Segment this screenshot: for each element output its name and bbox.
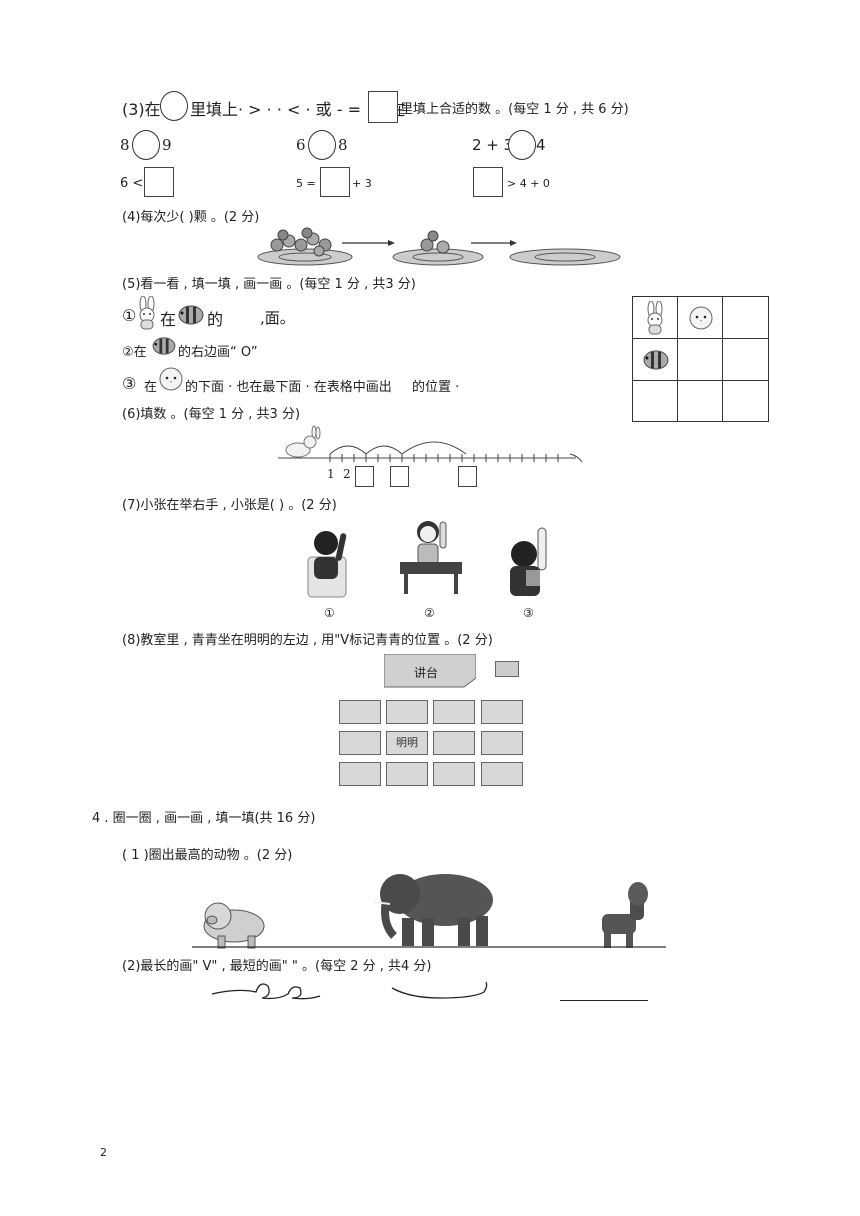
plate-2: [392, 230, 484, 266]
q5-line2-a: ②在: [122, 345, 147, 360]
q3-part3: 里填上· > · · < · 或 - = ˙ · 在: [190, 100, 406, 119]
seat-r3-c2[interactable]: [386, 762, 428, 786]
q3-r2-b: 5 =: [296, 177, 316, 190]
q5-line1-b: 在: [160, 310, 177, 329]
straight-line: [560, 1000, 648, 1001]
seat-r3-c4[interactable]: [481, 762, 523, 786]
grid-cell-3-3[interactable]: [722, 380, 769, 422]
girl-desk-icon: [400, 521, 462, 594]
seat-r1-c3[interactable]: [433, 700, 475, 724]
q3-r1-e: 2 + 3: [472, 136, 514, 154]
s4-q2-title: (2)最长的画" V" , 最短的画" " 。(每空 2 分 , 共4 分): [122, 959, 432, 974]
rabbit-icon: [285, 425, 321, 458]
compare-circle-2[interactable]: [308, 130, 336, 160]
q5-line3-b: 在: [144, 380, 158, 395]
s4-q1-title: ( 1 )圈出最高的动物 。(2 分): [122, 848, 293, 863]
q3-r1-b: 9: [162, 136, 172, 154]
seat-r3-c1[interactable]: [339, 762, 381, 786]
candy-plates-illustration: [257, 227, 621, 266]
q5-line3-d: 的位置 ·: [412, 380, 460, 395]
nl-label-2: 2: [343, 467, 351, 481]
fill-box-1[interactable]: [144, 167, 174, 197]
page-number: 2: [100, 1146, 107, 1159]
q5-line2-b: 的右边画“ O”: [178, 345, 258, 360]
q5-title: (5)看一看 , 填一填 , 画一画 。(每空 1 分 , 共3 分): [122, 277, 416, 292]
fish-icon: [178, 305, 204, 325]
grid-cell-2-3[interactable]: [722, 338, 769, 381]
nl-label-1: 1: [327, 467, 335, 481]
q3-r1-c: 6: [296, 136, 306, 154]
q5-line1-d: ,面。: [260, 309, 295, 327]
rabbit-icon: [139, 296, 155, 330]
number-line: [278, 425, 583, 463]
seat-r1-c2[interactable]: [386, 700, 428, 724]
grid-cell-3-2[interactable]: [677, 380, 723, 422]
seat-mingming: 明明: [386, 731, 428, 755]
grid-cell-2-2[interactable]: [677, 338, 723, 381]
nl-box-1[interactable]: [355, 466, 374, 487]
seat-r1-c4[interactable]: [481, 700, 523, 724]
q3-title-circle: [160, 91, 188, 121]
fill-box-3[interactable]: [473, 167, 503, 197]
q7-title: (7)小张在举右手 , 小张是( ) 。(2 分): [122, 498, 337, 513]
animals-illustration: [192, 874, 666, 949]
pig-icon: [203, 902, 265, 949]
q3-r2-c: + 3: [352, 177, 372, 190]
rabbit-icon: [647, 300, 663, 335]
grid-cell-1-2: [677, 296, 723, 339]
q7-label-3: ③: [523, 606, 534, 620]
q8-title: (8)教室里 , 青青坐在明明的左边 , 用"V标记青青的位置 。(2 分): [122, 633, 493, 648]
seat-r3-c3[interactable]: [433, 762, 475, 786]
q7-label-1: ①: [324, 606, 335, 620]
podium: [384, 654, 476, 688]
seat-r1-c1[interactable]: [339, 700, 381, 724]
q7-label-2: ②: [424, 606, 435, 620]
q5-line1-a: ①: [122, 306, 137, 325]
plate-1: [257, 227, 353, 266]
small-desk: [495, 661, 519, 677]
fish-icon: [152, 337, 176, 355]
q3-r1-f: 4: [536, 136, 546, 154]
fish-icon: [643, 350, 669, 370]
seat-r2-c3[interactable]: [433, 731, 475, 755]
nl-box-2[interactable]: [390, 466, 409, 487]
q3-r2-d: > 4 + 0: [507, 177, 550, 190]
horse-icon: [602, 882, 648, 948]
q3-title-box: [368, 91, 398, 123]
compare-circle-3[interactable]: [508, 130, 536, 160]
q5-line1-c: 的: [207, 310, 224, 329]
curvy-line-1: [211, 983, 321, 1000]
seat-r2-c1[interactable]: [339, 731, 381, 755]
q3-r1-a: 8: [120, 136, 130, 154]
compare-circle-1[interactable]: [132, 130, 160, 160]
grid-cell-3-1[interactable]: [632, 380, 678, 422]
q3-part1: (3): [122, 100, 145, 119]
section4-title: 4 . 圈一圈 , 画一画 , 填一填(共 16 分): [92, 811, 316, 826]
q3-r1-d: 8: [338, 136, 348, 154]
q3-line: (3)在: [122, 96, 161, 120]
grid-cell-1-3[interactable]: [722, 296, 769, 339]
chick-icon: [689, 306, 713, 330]
boy-back-icon: [307, 531, 347, 598]
q4-title: (4)每次少( )颗 。(2 分): [122, 210, 260, 225]
nl-box-3[interactable]: [458, 466, 477, 487]
q3-part2: 在: [144, 100, 161, 119]
q6-title: (6)填数 。(每空 1 分 , 共3 分): [122, 407, 301, 422]
elephant-icon: [373, 874, 493, 946]
podium-label: 讲台: [414, 666, 439, 680]
q5-line3-c: 的下面 · 也在最下面 · 在表格中画出: [185, 380, 392, 395]
q3-part4: 里填上合适的数 。(每空 1 分 , 共 6 分): [400, 102, 629, 117]
plate-3: [509, 248, 621, 266]
fill-box-2[interactable]: [320, 167, 350, 197]
position-grid: [632, 296, 769, 422]
curvy-line-2: [391, 981, 488, 999]
seat-r2-c4[interactable]: [481, 731, 523, 755]
q5-line3-a: ③: [122, 374, 137, 393]
q3-r2-a: 6 <: [120, 176, 144, 191]
boy-side-icon: [510, 527, 547, 596]
chick-icon: [159, 367, 183, 391]
grid-cell-2-1: [632, 338, 678, 381]
grid-cell-1-1: [632, 296, 678, 339]
